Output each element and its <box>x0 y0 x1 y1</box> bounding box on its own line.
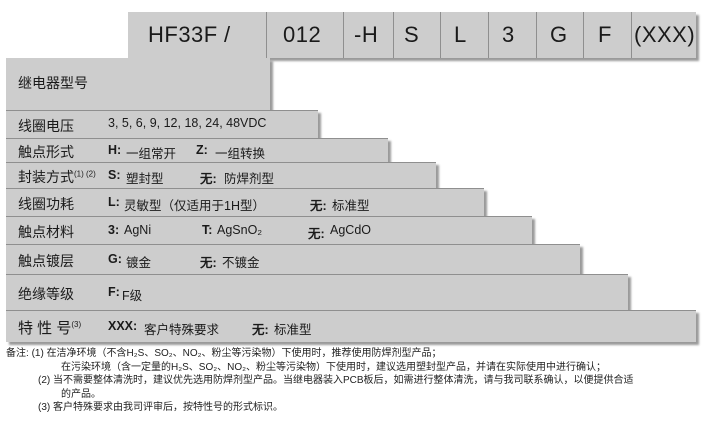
row-label: 线圈电压 <box>18 118 74 134</box>
option-value: 标准型 <box>332 199 370 213</box>
footnotes: 备注: (1) 在洁净环境（不含H₂S、SO₂、NO₂、粉尘等污染物）下使用时，… <box>6 347 634 415</box>
row-divider <box>6 162 436 163</box>
header-coil-voltage: 012 <box>283 22 322 47</box>
header-slash: / <box>224 22 231 47</box>
option-value: AgNi <box>124 223 152 237</box>
option-value: 标准型 <box>274 323 312 337</box>
option-value: 灵敏型（仅适用于1H型） <box>124 199 265 213</box>
header-divider <box>583 12 584 58</box>
part-number-header: HF33F / 012 -H S L 3 G F (XXX) <box>128 12 696 58</box>
row-contact-plating: 触点镀层 G: 镀金 无: 不镀金 <box>6 244 580 274</box>
option-value: AgSnO₂ <box>217 223 263 237</box>
row-special-code: 特 性 号(3) XXX: 客户特殊要求 无: 标准型 <box>6 310 696 342</box>
row-contact-form: 触点形式 H: 一组常开 Z: 一组转换 <box>6 138 388 162</box>
option-value: F级 <box>122 289 143 303</box>
option-key: 无: <box>310 199 327 213</box>
option-key: G: <box>108 252 122 266</box>
row-contact-material: 触点材料 3: AgNi T: AgSnO₂ 无: AgCdO <box>6 216 532 244</box>
option-value: 客户特殊要求 <box>144 323 220 337</box>
footnote-prefix: 备注: <box>6 348 29 359</box>
row-label: 继电器型号 <box>18 75 88 91</box>
footnote-line: 的产品。 <box>61 388 101 400</box>
row-divider <box>6 244 580 245</box>
option-key: 无: <box>308 227 325 241</box>
option-key: H: <box>108 143 122 157</box>
row-label: 触点镀层 <box>18 253 74 269</box>
row-coil-voltage: 线圈电压 3, 5, 6, 9, 12, 18, 24, 48VDC <box>6 110 318 138</box>
option-value: 防焊剂型 <box>224 172 275 186</box>
footnote-line: 在污染环境（含一定量的H₂S、SO₂、NO₂、粉尘等污染物）下使用时，建议选用塑… <box>61 361 606 373</box>
option-value: 塑封型 <box>126 172 164 186</box>
option-key: T: <box>202 223 213 237</box>
row-model-number: 继电器型号 <box>6 58 270 110</box>
footnote-line: 备注: (1) 在洁净环境（不含H₂S、SO₂、NO₂、粉尘等污染物）下使用时，… <box>6 348 442 359</box>
row-label: 特 性 号(3) <box>18 320 82 337</box>
option-key: 无: <box>200 256 217 270</box>
row-package-type: 封装方式(1) (2) S: 塑封型 无: 防焊剂型 <box>6 162 436 188</box>
option-value: 一组转换 <box>215 147 266 161</box>
row-insulation-class: 绝缘等级 F: F级 <box>6 274 628 310</box>
header-series: HF33F <box>148 22 218 47</box>
row-divider <box>6 216 532 217</box>
option-key: 3: <box>108 223 120 237</box>
option-key: XXX: <box>108 319 138 333</box>
option-key: 无: <box>200 172 217 186</box>
row-divider <box>6 110 318 111</box>
option-key: S: <box>108 168 121 182</box>
header-package: S <box>404 22 420 47</box>
option-key: Z: <box>196 143 208 157</box>
option-key: F: <box>108 285 120 299</box>
header-divider <box>631 12 632 58</box>
header-contact-material: 3 <box>502 22 515 47</box>
header-contact-form: -H <box>354 22 379 47</box>
option-value: 一组常开 <box>126 147 177 161</box>
row-label: 触点形式 <box>18 144 74 160</box>
footnote-line: (3) 客户特殊要求由我司评审后，按特性号的形式标识。 <box>38 402 283 413</box>
row-label: 绝缘等级 <box>18 286 74 302</box>
row-label: 触点材料 <box>18 224 74 240</box>
row-label: 封装方式(1) (2) <box>18 169 96 185</box>
option-key: L: <box>108 195 120 209</box>
option-value: 镀金 <box>126 256 152 270</box>
header-divider <box>488 12 489 58</box>
row-divider <box>6 274 628 275</box>
row-divider <box>6 188 484 189</box>
header-divider <box>440 12 441 58</box>
row-divider <box>6 310 696 311</box>
header-divider <box>343 12 344 58</box>
option-value: 3, 5, 6, 9, 12, 18, 24, 48VDC <box>108 116 267 130</box>
option-key: 无: <box>252 323 269 337</box>
header-insulation: F <box>598 22 612 47</box>
header-special-code: (XXX) <box>634 22 696 47</box>
footnote-line: (2) 当不需要整体清洗时，建议优先选用防焊剂型产品。当继电器装入PCB板后，如… <box>38 375 634 386</box>
header-divider <box>536 12 537 58</box>
row-divider <box>6 138 388 139</box>
row-coil-power: 线圈功耗 L: 灵敏型（仅适用于1H型） 无: 标准型 <box>6 188 484 216</box>
header-plating: G <box>550 22 568 47</box>
header-divider <box>266 12 267 58</box>
option-value: AgCdO <box>330 223 371 237</box>
header-coil-power: L <box>454 22 467 47</box>
header-divider <box>393 12 394 58</box>
option-value: 不镀金 <box>222 256 260 270</box>
row-label: 线圈功耗 <box>18 196 74 212</box>
